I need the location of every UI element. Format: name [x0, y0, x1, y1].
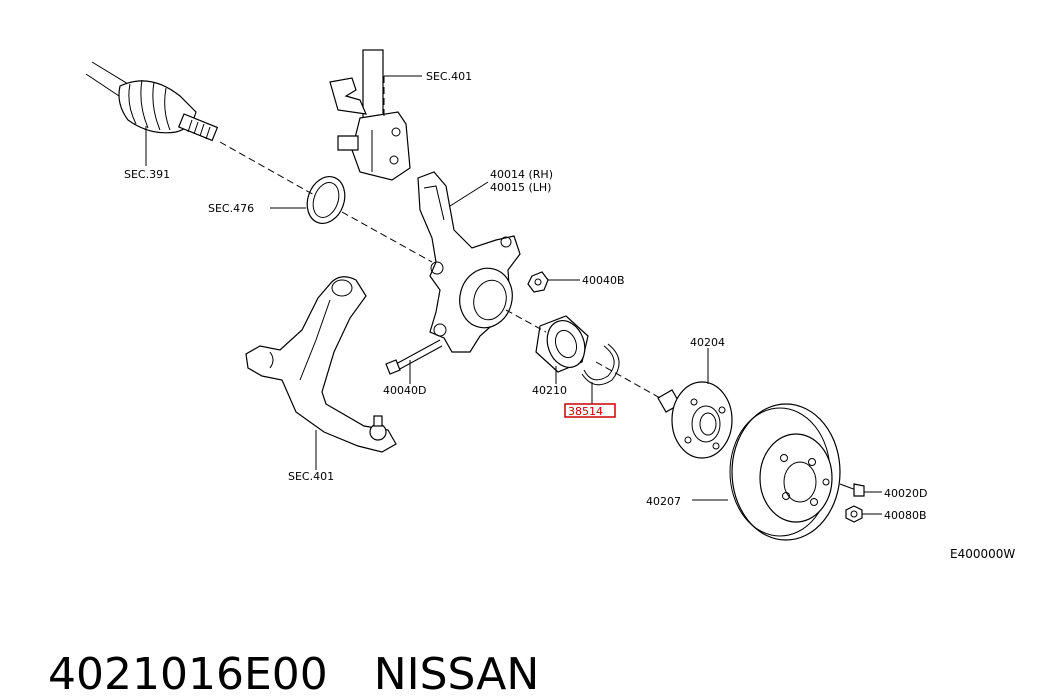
label-40207: 40207	[646, 495, 681, 508]
label-40020d: 40020D	[884, 487, 927, 500]
strut-assembly	[329, 49, 411, 181]
nut-40040b	[527, 271, 549, 293]
leader-lines	[145, 75, 882, 515]
label-40040d: 40040D	[383, 384, 426, 397]
wheel-bearing	[535, 315, 589, 373]
bolt-40020d	[839, 483, 865, 497]
brand-name: NISSAN	[373, 649, 540, 700]
exploded-parts-diagram: SEC.401 SEC.391 SEC.476 40014 (RH) 40015…	[85, 49, 1015, 561]
label-40204: 40204	[690, 336, 725, 349]
steering-knuckle	[417, 171, 521, 353]
highlight-box-38514	[564, 403, 616, 418]
label-38514: 38514	[568, 405, 603, 418]
label-sec401-bottom: SEC.401	[288, 470, 334, 483]
label-sec401-top: SEC.401	[426, 70, 472, 83]
drawing-code: E400000W	[950, 547, 1015, 561]
assembly-axis	[219, 76, 661, 399]
part-caption: 4021016E00 NISSAN	[20, 598, 1020, 700]
drive-shaft	[85, 61, 219, 142]
bolt-40040d	[385, 339, 443, 375]
label-sec391: SEC.391	[124, 168, 170, 181]
label-40015-lh: 40015 (LH)	[490, 181, 551, 194]
lower-control-arm	[245, 276, 397, 453]
part-number: 4021016E00	[47, 649, 328, 700]
wheel-hub	[657, 381, 733, 459]
label-40210: 40210	[532, 384, 567, 397]
nut-40080b	[845, 505, 863, 523]
brake-disc	[729, 403, 841, 541]
label-40080b: 40080B	[884, 509, 927, 522]
label-40040b: 40040B	[582, 274, 625, 287]
snap-ring	[581, 343, 620, 386]
tone-ring	[306, 176, 346, 224]
label-sec476: SEC.476	[208, 202, 254, 215]
label-40014-rh: 40014 (RH)	[490, 168, 553, 181]
